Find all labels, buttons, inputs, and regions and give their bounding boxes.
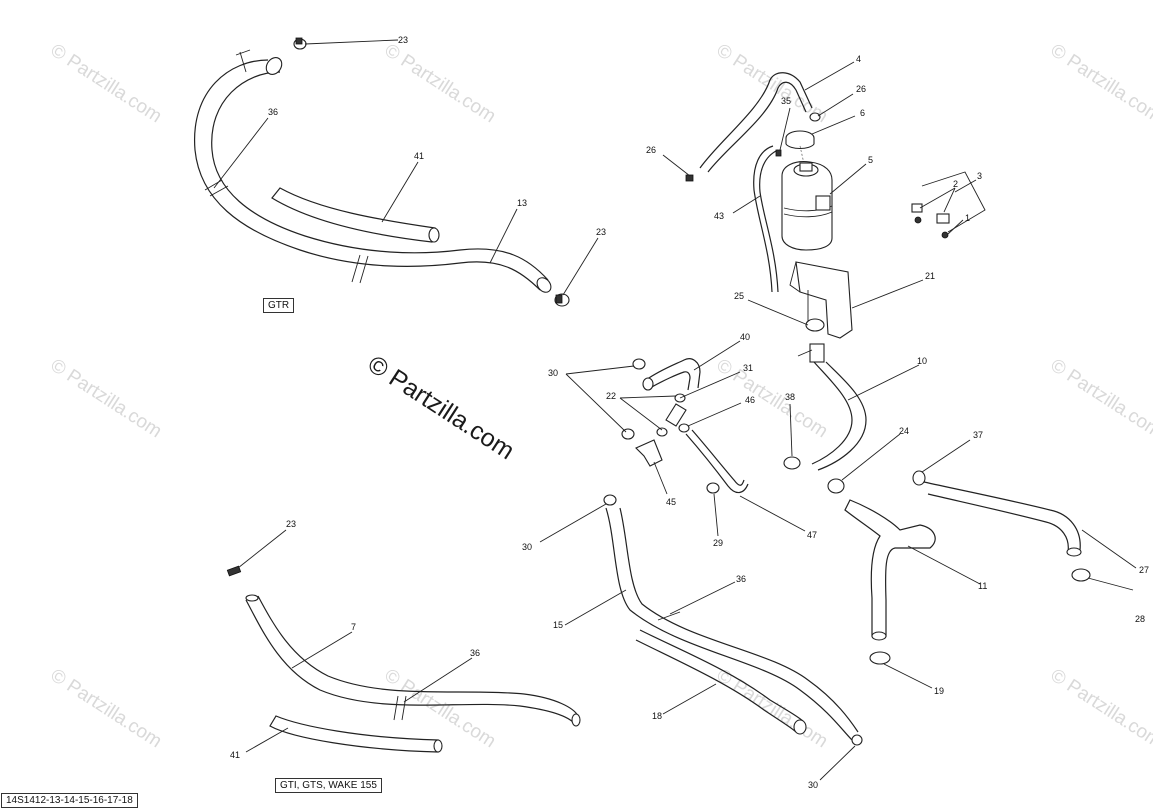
fitting-26-left[interactable] — [685, 174, 694, 182]
fitting-31[interactable] — [665, 393, 687, 427]
callout-36: 36 — [268, 107, 278, 117]
clamp-28[interactable] — [1071, 568, 1091, 582]
clamp-26-right[interactable] — [809, 112, 821, 122]
hose-10[interactable] — [797, 343, 867, 471]
callout-24: 24 — [899, 426, 909, 436]
callout-38: 38 — [785, 392, 795, 402]
bracket-3[interactable] — [911, 171, 986, 239]
hose-13[interactable] — [194, 49, 554, 295]
callout-1: 1 — [965, 213, 970, 223]
hose-27[interactable] — [923, 481, 1082, 557]
callout-7: 7 — [351, 622, 356, 632]
callout-4: 4 — [856, 54, 861, 64]
clamp-30-mid-top[interactable] — [632, 358, 646, 370]
callout-41: 41 — [230, 750, 240, 760]
callout-23: 23 — [286, 519, 296, 529]
callout-27: 27 — [1139, 565, 1149, 575]
clamp-37[interactable] — [912, 470, 926, 486]
clamp-29[interactable] — [706, 482, 720, 494]
callout-25: 25 — [734, 291, 744, 301]
callout-15: 15 — [553, 620, 563, 630]
callout-23: 23 — [398, 35, 408, 45]
hose-43[interactable] — [753, 145, 779, 293]
callout-26: 26 — [856, 84, 866, 94]
clamp-30-bottom-right[interactable] — [851, 734, 863, 746]
hose-18[interactable] — [635, 629, 807, 735]
reservoir-cap-6[interactable] — [785, 130, 815, 150]
callout-30: 30 — [808, 780, 818, 790]
hose-41-top[interactable] — [271, 187, 440, 243]
callout-30: 30 — [522, 542, 532, 552]
callout-3: 3 — [977, 171, 982, 181]
callout-47: 47 — [807, 530, 817, 540]
callout-46: 46 — [745, 395, 755, 405]
clamp-38[interactable] — [783, 456, 801, 470]
callout-21: 21 — [925, 271, 935, 281]
callout-18: 18 — [652, 711, 662, 721]
callout-19: 19 — [934, 686, 944, 696]
clamp-23-bottom[interactable] — [226, 565, 242, 577]
fitting-35[interactable] — [775, 149, 782, 157]
o-ring-46[interactable] — [678, 423, 690, 433]
callout-36: 36 — [470, 648, 480, 658]
callout-28: 28 — [1135, 614, 1145, 624]
callout-26: 26 — [646, 145, 656, 155]
callout-5: 5 — [868, 155, 873, 165]
o-ring-22[interactable] — [656, 427, 668, 437]
callout-41: 41 — [414, 151, 424, 161]
elbow-45[interactable] — [635, 439, 663, 467]
variant-label-gti: GTI, GTS, WAKE 155 — [275, 778, 382, 793]
hose-41-bottom[interactable] — [269, 715, 443, 753]
clamp-30-bottom-top[interactable] — [603, 494, 617, 506]
callout-23: 23 — [596, 227, 606, 237]
callout-11: 11 — [978, 581, 987, 591]
variant-label-gtr: GTR — [263, 298, 295, 313]
callout-40: 40 — [740, 332, 750, 342]
callout-10: 10 — [917, 356, 927, 366]
callout-29: 29 — [713, 538, 723, 548]
callout-36: 36 — [736, 574, 746, 584]
callout-35: 35 — [781, 96, 791, 106]
callout-45: 45 — [666, 497, 676, 507]
clamp-23-right[interactable] — [554, 293, 570, 307]
hose-11[interactable] — [844, 499, 936, 641]
hose-15[interactable] — [605, 507, 859, 741]
callout-31: 31 — [743, 363, 753, 373]
clamp-19[interactable] — [869, 651, 891, 665]
hose-40[interactable] — [642, 358, 701, 391]
callout-6: 6 — [860, 108, 865, 118]
callout-30: 30 — [548, 368, 558, 378]
callout-2: 2 — [953, 179, 958, 189]
diagram-reference-code: 14S1412-13-14-15-16-17-18 — [1, 793, 138, 808]
hose-47[interactable] — [685, 429, 749, 494]
grommet-25[interactable] — [805, 318, 825, 332]
callout-43: 43 — [714, 211, 724, 221]
callout-22: 22 — [606, 391, 616, 401]
clamp-23-top[interactable] — [293, 37, 307, 50]
hose-7[interactable] — [245, 594, 581, 727]
clamp-30-mid-left[interactable] — [621, 428, 635, 440]
callout-37: 37 — [973, 430, 983, 440]
callout-13: 13 — [517, 198, 527, 208]
hose-4[interactable] — [699, 72, 813, 173]
clamp-24[interactable] — [827, 478, 845, 494]
heat-shield-21[interactable] — [789, 261, 853, 339]
coolant-reservoir-5[interactable] — [781, 161, 833, 251]
